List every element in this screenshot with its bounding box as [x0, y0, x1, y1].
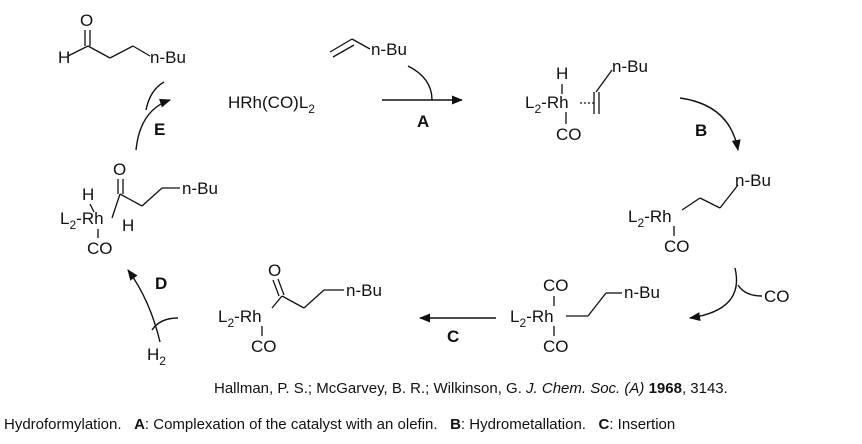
caption-b-key: B [450, 416, 461, 433]
co-addition-arrow [688, 267, 738, 321]
citation-journal: J. Chem. Soc. (A) [526, 380, 645, 397]
acylh2-oxygen: O [113, 160, 126, 179]
acylh2-rh: -Rh [76, 209, 103, 228]
step-e-label: E [154, 120, 165, 139]
acyl-ligand: L [218, 307, 227, 326]
caption-c-text: : Insertion [609, 416, 676, 433]
catalyst: HRh(CO)L2 [228, 93, 315, 116]
alkyl-ligand-sub: 2 [637, 216, 644, 230]
step-d-arrow [127, 269, 161, 343]
svg-text:HRh(CO)L2: HRh(CO)L2 [228, 93, 315, 116]
acylh2-second-hydride: H [122, 216, 134, 235]
alkylco-ligand: L [510, 307, 519, 326]
catalyst-subscript: 2 [308, 102, 315, 116]
step-a-label: A [417, 112, 429, 131]
citation-year: 1968 [648, 380, 682, 397]
citation-authors: Hallman, P. S.; McGarvey, B. R.; Wilkins… [214, 380, 522, 397]
svg-text:H2: H2 [147, 345, 166, 368]
step-b-arrow [679, 97, 741, 152]
acylh2-ligand: L [60, 209, 69, 228]
scheme-caption: Hydroformylation. A: Complexation of the… [4, 416, 675, 433]
aldehyde-product: O H n-Bu [58, 11, 186, 67]
citation-pages: , 3143. [681, 380, 728, 397]
step-b-label: B [695, 121, 707, 140]
step-a-hexene-curve [407, 65, 433, 101]
olefin-complex: H L2-Rh n-Bu CO [525, 57, 648, 144]
acylh2-hydride: H [82, 185, 94, 204]
alkylco-rh: -Rh [526, 307, 553, 326]
alkylco-carbonyl: CO [543, 337, 569, 356]
rh-acyl: O L2-Rh n-Bu CO [218, 261, 382, 356]
acylh2-butyl: n-Bu [182, 179, 218, 198]
rh-alkyl: L2-Rh n-Bu CO [628, 171, 771, 256]
alkyl-ligand: L [628, 207, 637, 226]
hexene-reagent: n-Bu [329, 38, 407, 59]
alkyl-butyl: n-Bu [735, 171, 771, 190]
acyl-oxygen: O [268, 261, 281, 280]
complex-butyl: n-Bu [612, 57, 648, 76]
caption-b-text: : Hydrometallation. [460, 416, 586, 433]
acyl-butyl: n-Bu [346, 281, 382, 300]
citation: Hallman, P. S.; McGarvey, B. R.; Wilkins… [214, 380, 728, 397]
alkylco-butyl: n-Bu [624, 283, 660, 302]
reaction-scheme: O H n-Bu n-Bu HRh(CO)L2 A H L2-Rh n-Bu C… [58, 11, 790, 368]
svg-text:L2-Rh: L2-Rh [60, 209, 104, 232]
step-e-arrow [135, 98, 172, 151]
acyl-ligand-sub: 2 [227, 316, 234, 330]
step-c-label: C [447, 327, 459, 346]
step-d-label: D [155, 274, 167, 293]
svg-text:L2-Rh: L2-Rh [525, 93, 569, 116]
acylh2-carbonyl: CO [87, 239, 113, 258]
aldehyde-hydrogen: H [58, 48, 70, 67]
svg-text:L2-Rh: L2-Rh [218, 307, 262, 330]
co-reagent: CO [764, 287, 790, 306]
caption-intro: Hydroformylation. [4, 416, 122, 433]
complex-hydride: H [556, 64, 568, 83]
alkyl-co-top: CO [543, 276, 569, 295]
hexene-butyl: n-Bu [371, 40, 407, 59]
caption-c-key: C [598, 416, 610, 433]
svg-text:L2-Rh: L2-Rh [510, 307, 554, 330]
h2-reagent: H [147, 345, 159, 364]
acyl-rh: -Rh [234, 307, 261, 326]
aldehyde-butyl: n-Bu [150, 48, 186, 67]
complex-carbonyl: CO [556, 125, 582, 144]
alkylco-ligand-sub: 2 [519, 316, 526, 330]
caption-a-key: A [134, 416, 145, 433]
rh-acyl-dihydride: O H L2-Rh n-Bu H CO [60, 160, 218, 258]
complex-ligand-sub: 2 [534, 102, 541, 116]
alkyl-rh: -Rh [644, 207, 671, 226]
catalyst-formula: HRh(CO)L [228, 93, 308, 112]
svg-text:L2-Rh: L2-Rh [628, 207, 672, 230]
h2-reagent-sub: 2 [159, 354, 166, 368]
caption-a-text: : Complexation of the catalyst with an o… [144, 416, 438, 433]
alkyl-carbonyl: CO [664, 237, 690, 256]
aldehyde-oxygen: O [80, 11, 93, 30]
rh-alkyl-carbonyl: CO L2-Rh n-Bu CO [510, 276, 660, 356]
complex-ligand: L [525, 93, 534, 112]
complex-rh: -Rh [541, 93, 568, 112]
acylh2-ligand-sub: 2 [69, 218, 76, 232]
acyl-carbonyl: CO [251, 337, 277, 356]
